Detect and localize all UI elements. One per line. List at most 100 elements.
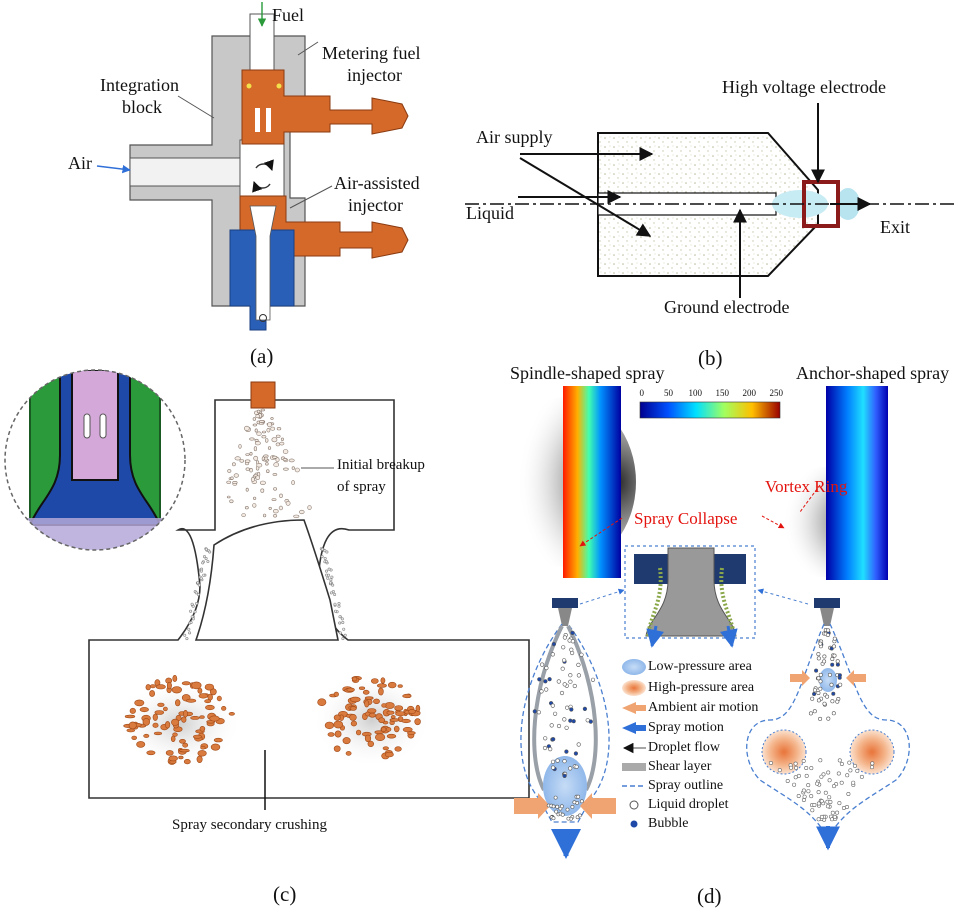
droplet bbox=[394, 746, 402, 752]
high-voltage-label: High voltage electrode bbox=[722, 77, 886, 97]
droplet bbox=[244, 425, 250, 431]
droplet bbox=[233, 473, 239, 478]
droplet bbox=[818, 686, 823, 691]
droplet bbox=[851, 780, 856, 785]
droplet bbox=[256, 409, 261, 414]
droplet bbox=[333, 602, 337, 606]
droplet bbox=[415, 704, 421, 712]
droplet bbox=[273, 514, 278, 518]
droplet bbox=[324, 569, 328, 573]
droplet bbox=[549, 723, 554, 728]
droplet bbox=[825, 694, 830, 699]
droplet bbox=[793, 761, 798, 766]
droplet bbox=[142, 718, 151, 726]
droplet bbox=[186, 698, 197, 703]
droplet bbox=[266, 469, 270, 474]
droplet bbox=[196, 755, 203, 763]
droplet bbox=[582, 706, 588, 712]
droplet bbox=[192, 734, 202, 739]
droplet bbox=[196, 581, 200, 585]
droplet bbox=[200, 745, 206, 750]
droplet bbox=[170, 735, 176, 742]
droplet bbox=[264, 456, 268, 461]
droplet bbox=[802, 794, 807, 799]
droplet bbox=[788, 765, 793, 770]
droplet bbox=[206, 559, 210, 563]
exit-label: Exit bbox=[880, 217, 910, 237]
droplet bbox=[839, 761, 844, 766]
droplet bbox=[832, 814, 837, 819]
droplet bbox=[806, 789, 811, 794]
droplet bbox=[124, 714, 136, 719]
droplet bbox=[562, 759, 567, 764]
droplet bbox=[556, 723, 562, 729]
droplet bbox=[299, 509, 305, 515]
droplet bbox=[393, 725, 400, 733]
droplet bbox=[172, 674, 178, 682]
droplet bbox=[579, 652, 584, 657]
droplet bbox=[252, 503, 257, 508]
droplet bbox=[565, 807, 570, 812]
droplet bbox=[280, 437, 284, 441]
legend-ambient-air: Ambient air motion bbox=[648, 700, 759, 715]
droplet bbox=[792, 782, 797, 787]
droplet bbox=[831, 711, 836, 716]
droplet bbox=[201, 561, 205, 565]
droplet bbox=[539, 662, 545, 667]
droplet bbox=[384, 751, 394, 758]
droplet bbox=[561, 658, 567, 663]
droplet bbox=[288, 458, 295, 463]
droplet bbox=[562, 773, 567, 779]
droplet bbox=[272, 455, 278, 459]
droplet bbox=[785, 778, 790, 783]
vortex-ring-label: Vortex Ring bbox=[765, 477, 848, 496]
droplet bbox=[828, 799, 833, 804]
liquid-label: Liquid bbox=[466, 203, 514, 223]
droplet bbox=[386, 710, 395, 715]
droplet bbox=[338, 631, 342, 635]
spindle-heatmap bbox=[563, 386, 621, 578]
droplet bbox=[395, 711, 406, 717]
legend-droplet-flow: Droplet flow bbox=[648, 740, 720, 755]
droplet bbox=[823, 790, 828, 795]
droplet bbox=[134, 699, 145, 707]
droplet bbox=[573, 751, 579, 756]
legend-icons bbox=[622, 659, 646, 828]
secondary-crushing-label: Spray secondary crushing bbox=[172, 817, 327, 833]
droplet bbox=[165, 750, 174, 756]
droplet bbox=[294, 467, 300, 473]
droplet bbox=[401, 718, 411, 724]
droplet bbox=[229, 499, 234, 504]
droplet bbox=[194, 591, 198, 595]
droplet bbox=[544, 665, 549, 671]
droplet bbox=[835, 662, 840, 667]
droplet bbox=[816, 817, 821, 822]
droplet bbox=[560, 666, 565, 671]
droplet bbox=[796, 793, 801, 798]
droplet bbox=[809, 794, 814, 799]
droplet bbox=[273, 487, 278, 491]
droplet bbox=[208, 550, 212, 554]
metering-injector bbox=[241, 69, 409, 145]
droplet bbox=[261, 430, 266, 434]
droplet bbox=[275, 457, 280, 463]
droplet bbox=[193, 610, 197, 614]
droplet bbox=[320, 547, 324, 551]
droplet bbox=[382, 746, 389, 751]
droplet bbox=[279, 441, 285, 446]
droplet bbox=[275, 442, 281, 447]
droplet bbox=[270, 417, 274, 420]
droplet bbox=[199, 576, 203, 580]
droplet bbox=[327, 573, 331, 577]
droplet bbox=[227, 469, 232, 473]
droplet bbox=[198, 693, 209, 699]
droplet bbox=[408, 708, 416, 714]
colorbar-tick: 50 bbox=[664, 388, 673, 398]
droplet bbox=[568, 718, 573, 723]
droplet bbox=[342, 627, 346, 631]
droplet bbox=[806, 783, 811, 788]
droplet bbox=[562, 682, 567, 687]
droplet bbox=[564, 749, 569, 754]
droplet bbox=[183, 633, 187, 637]
droplet bbox=[568, 679, 573, 684]
